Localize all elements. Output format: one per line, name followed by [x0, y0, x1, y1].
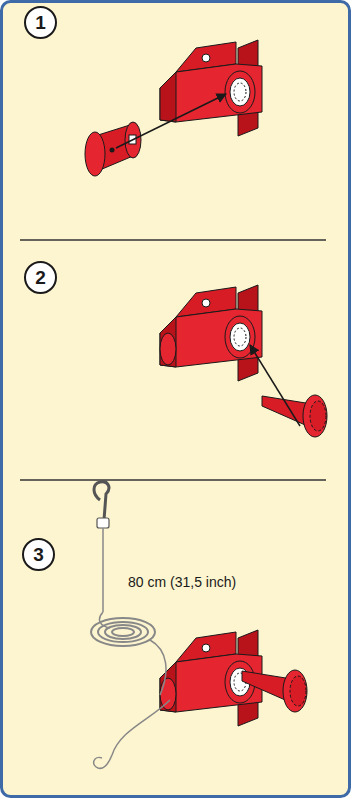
- step-circle: 2: [24, 261, 57, 294]
- spool-end: [160, 333, 176, 365]
- step-number: 2: [35, 268, 46, 287]
- length-label: 80 cm (31,5 inch): [128, 574, 236, 591]
- hook: [94, 482, 109, 520]
- step-number: 3: [33, 545, 44, 564]
- bracket-part: [160, 285, 262, 381]
- divider: [20, 479, 326, 481]
- insert-arrow: [116, 94, 226, 148]
- cord-clamp: [97, 518, 109, 528]
- step-number: 1: [35, 13, 46, 32]
- spool-part: [85, 122, 141, 176]
- bracket-part: [160, 40, 262, 136]
- crank-part: [242, 670, 307, 712]
- cord: [94, 612, 170, 768]
- insert-arrow: [250, 345, 300, 426]
- divider: [20, 239, 326, 241]
- step-circle: 3: [22, 538, 55, 571]
- step-circle: 1: [24, 6, 57, 39]
- spool-end: [160, 678, 176, 710]
- cord: [102, 528, 104, 612]
